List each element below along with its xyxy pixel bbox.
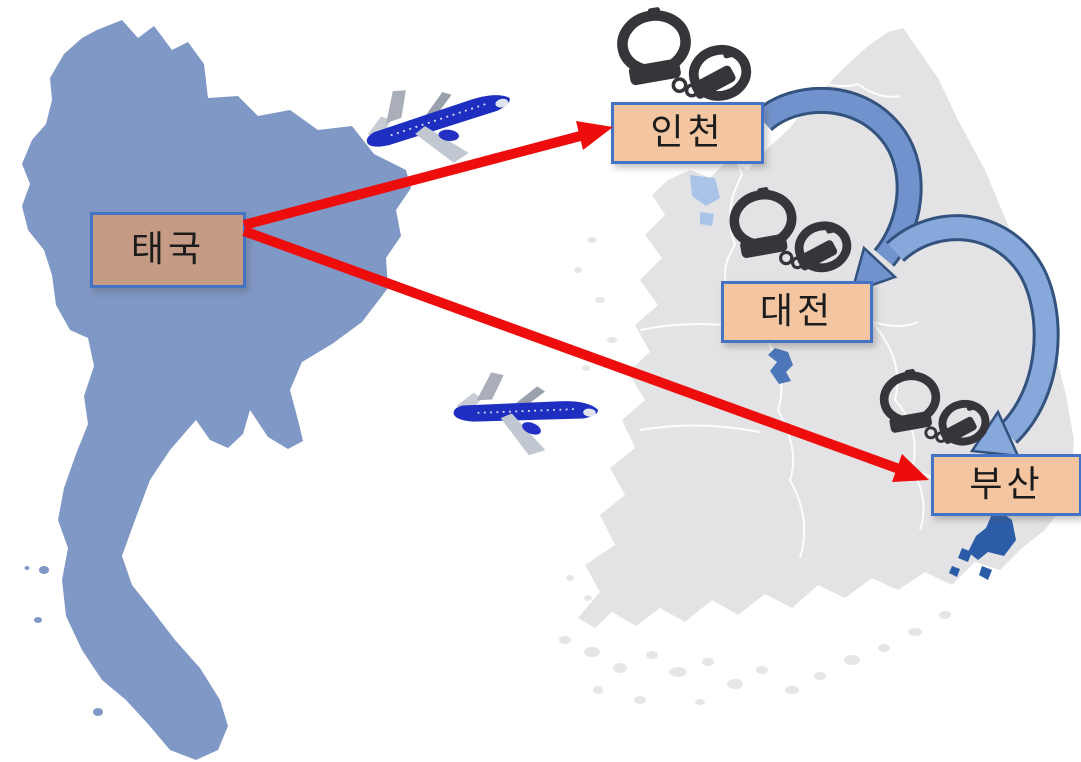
- label-busan-text: 부산: [969, 464, 1044, 505]
- curved-arrow-daejeon-busan: [885, 214, 1060, 458]
- label-incheon-text: 인천: [650, 112, 725, 153]
- label-incheon: 인천: [611, 102, 764, 164]
- label-busan: 부산: [931, 454, 1081, 516]
- thailand-map: [22, 20, 411, 760]
- busan-region-highlight: [949, 510, 1016, 580]
- handcuffs-icon: [618, 7, 751, 101]
- airplane-icon: [450, 369, 601, 461]
- label-thailand: 태국: [90, 212, 246, 288]
- coastal-water: [690, 175, 720, 226]
- label-thailand-text: 태국: [130, 229, 206, 270]
- label-daejeon-text: 대전: [759, 291, 835, 332]
- label-daejeon: 대전: [721, 281, 873, 343]
